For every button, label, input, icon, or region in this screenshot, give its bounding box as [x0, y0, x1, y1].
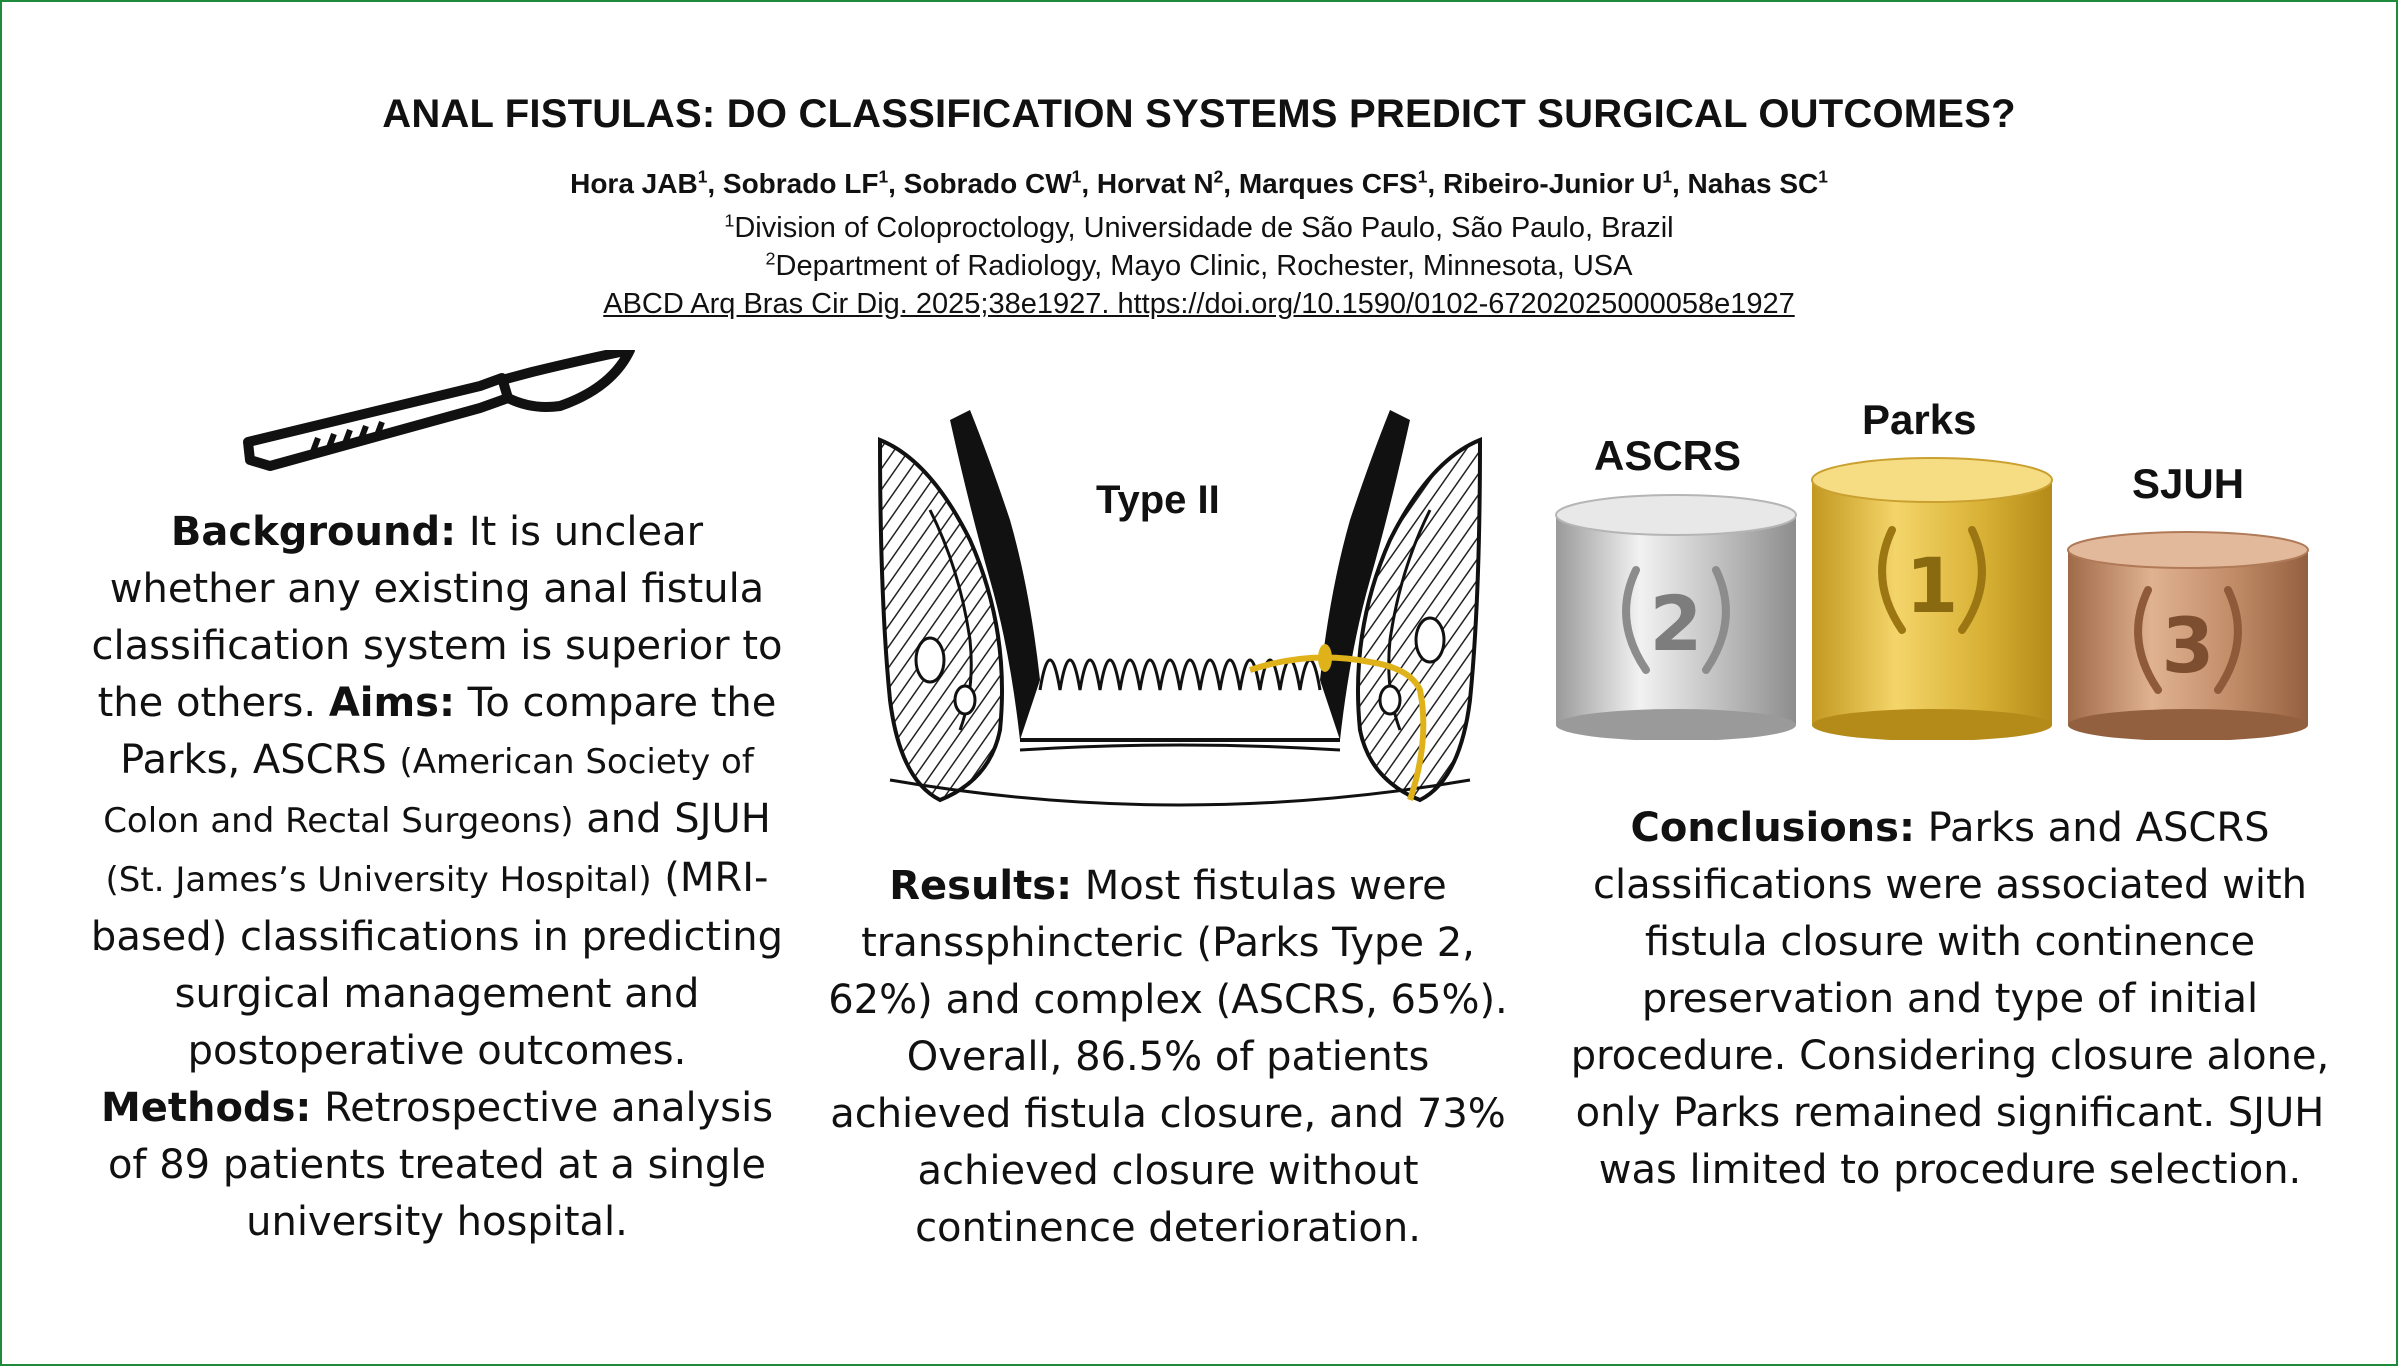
citation-link[interactable]: ABCD Arq Bras Cir Dig. 2025;38e1927. htt…	[603, 288, 1795, 320]
rank-number: 1	[1906, 541, 1959, 630]
podium-label-first: Parks	[1862, 396, 1977, 443]
rank-number: 2	[1650, 579, 1703, 668]
methods-text: Retrospective analysis of 89 patients tr…	[107, 1085, 774, 1245]
conclusions-heading: Conclusions:	[1630, 805, 1915, 851]
author: Nahas SC	[1687, 168, 1819, 199]
author: Horvat N	[1096, 168, 1214, 199]
affiliation-1: 1Division of Coloproctology, Universidad…	[0, 210, 2398, 245]
anal-canal-illustration	[877, 410, 1483, 807]
author-affiliation-mark: 1	[1071, 166, 1082, 187]
methods-heading: Methods:	[100, 1085, 312, 1131]
aims-text: and SJUH	[573, 796, 771, 842]
aims-heading: Aims:	[328, 680, 455, 726]
background-heading: Background:	[170, 509, 457, 555]
background-section: Background: It is unclear whether any ex…	[90, 504, 784, 1251]
affiliation-mark: 2	[765, 248, 776, 269]
affiliation-text: Department of Radiology, Mayo Clinic, Ro…	[775, 250, 1633, 282]
author-affiliation-mark: 1	[878, 166, 889, 187]
results-heading: Results:	[889, 863, 1073, 909]
conclusions-text: Parks and ASCRS classifications were ass…	[1570, 805, 2330, 1193]
citation: ABCD Arq Bras Cir Dig. 2025;38e1927. htt…	[0, 288, 2398, 321]
author: Sobrado CW	[903, 168, 1072, 199]
podium-label-third: SJUH	[2132, 460, 2245, 507]
aims-text: To compare the Parks, ASCRS	[120, 680, 777, 783]
author: Marques CFS	[1238, 168, 1418, 199]
podium-icon: 2 1 3	[1555, 457, 2309, 740]
author-affiliation-mark: 2	[1213, 166, 1224, 187]
aims-text: (MRI-based) classifications in predictin…	[90, 855, 784, 1074]
results-section: Results: Most fistulas were transsphinct…	[828, 858, 1508, 1257]
results-text: Most fistulas were transsphincteric (Par…	[828, 863, 1508, 1251]
poster-title: ANAL FISTULAS: DO CLASSIFICATION SYSTEMS…	[382, 92, 2016, 136]
conclusions-section: Conclusions: Parks and ASCRS classificat…	[1560, 800, 2340, 1199]
author-affiliation-mark: 1	[1818, 166, 1828, 187]
author-affiliation-mark: 1	[697, 166, 708, 187]
author-affiliation-mark: 1	[1417, 166, 1428, 187]
author: Sobrado LF	[722, 168, 879, 199]
rank-number: 3	[2162, 601, 2215, 690]
background-text: It is unclear whether any existing anal …	[91, 509, 783, 726]
scalpel-icon	[243, 350, 635, 471]
affiliation-mark: 1	[724, 210, 735, 231]
podium-label-second: ASCRS	[1594, 432, 1742, 479]
affiliation-2: 2Department of Radiology, Mayo Clinic, R…	[0, 248, 2398, 283]
author: Hora JAB	[570, 168, 698, 199]
ascrs-expansion: (American Society of Colon and Rectal Su…	[103, 742, 754, 841]
laurel-wreath-icon	[1622, 526, 2242, 694]
author: Ribeiro-Junior U	[1442, 168, 1663, 199]
affiliation-text: Division of Coloproctology, Universidade…	[734, 212, 1674, 244]
author-list: Hora JAB1, Sobrado LF1, Sobrado CW1, Hor…	[570, 166, 1828, 199]
type-label: Type II	[1096, 478, 1220, 522]
author-affiliation-mark: 1	[1662, 166, 1672, 187]
sjuh-expansion: (St. James’s University Hospital)	[105, 860, 652, 900]
